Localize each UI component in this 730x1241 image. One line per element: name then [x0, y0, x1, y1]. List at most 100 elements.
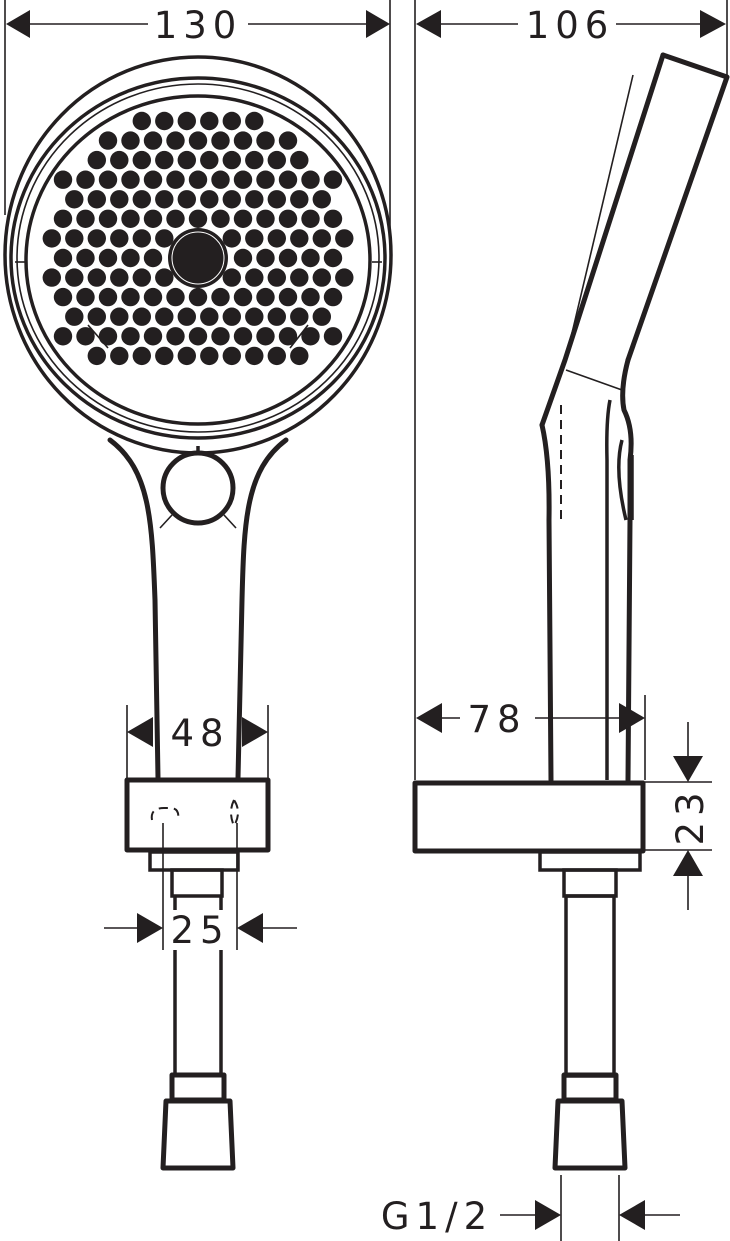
nozzle-icon [143, 209, 163, 228]
dimension-head-width: 130 [6, 4, 390, 47]
arrow-right-icon [700, 10, 726, 38]
nozzle-icon [166, 287, 185, 307]
dimension-connection-thread: G1/2 [381, 1175, 680, 1241]
hose-front [160, 896, 236, 1171]
nozzle-icon [98, 131, 118, 150]
nozzle-icon [143, 131, 163, 150]
nozzle-icon [143, 327, 163, 346]
nozzle-icon [222, 307, 241, 326]
nozzle-icon [245, 307, 264, 326]
nozzle-icon [256, 131, 275, 150]
nozzle-icon [211, 131, 230, 150]
arrow-left-icon [619, 1200, 645, 1230]
arrow-down-icon [673, 756, 703, 782]
nozzle-icon [87, 307, 107, 326]
nozzle-icon [222, 190, 241, 209]
nozzle-icon [87, 229, 107, 248]
nozzle-icon [222, 268, 241, 287]
nozzle-icon [245, 268, 264, 287]
nozzle-icon [267, 268, 286, 287]
dimension-label-25: 25 [170, 909, 229, 952]
nozzle-icon [256, 248, 275, 268]
nozzle-icon [256, 170, 275, 189]
nozzle-icon [76, 248, 95, 268]
nozzle-icon [312, 190, 331, 209]
nozzle-icon [166, 327, 185, 346]
nozzle-icon [245, 150, 264, 170]
arrow-right-icon [137, 913, 163, 943]
nozzle-icon [166, 131, 185, 150]
nozzle-icon [121, 327, 140, 346]
arrow-left-icon [416, 703, 442, 733]
nozzle-icon [155, 111, 174, 131]
dimension-fixing-spacing: 25 [104, 909, 297, 952]
select-button [160, 450, 236, 526]
nozzle-icon [323, 248, 343, 268]
nozzle-icon [188, 170, 208, 189]
nozzle-icon [233, 209, 253, 228]
nozzle-icon [110, 229, 129, 248]
nozzle-icon [87, 190, 107, 209]
nozzle-icon [323, 327, 343, 346]
nozzle-icon [233, 327, 253, 346]
nozzle-icon [132, 268, 151, 287]
nozzle-icon [278, 170, 298, 189]
nozzle-icon [233, 170, 253, 189]
arrow-right-icon [366, 10, 390, 38]
nozzle-icon [278, 131, 298, 150]
nozzle-icon [278, 248, 298, 268]
nozzle-icon [110, 307, 129, 326]
nozzle-icon [65, 190, 84, 209]
side-view: 106 78 [381, 0, 730, 1241]
dimension-label-78: 78 [467, 698, 526, 741]
dimension-holder-width: 48 [126, 705, 269, 778]
nozzle-icon [177, 190, 196, 209]
nozzle-icon [222, 229, 241, 248]
nozzle-icon [110, 150, 129, 170]
nozzle-icon [132, 229, 151, 248]
arrow-left-icon [6, 10, 30, 38]
nozzle-icon [121, 131, 140, 150]
nozzle-icon [121, 248, 140, 268]
nozzle-icon [110, 190, 129, 209]
dimension-label-130: 130 [154, 4, 243, 47]
nozzle-icon [200, 150, 219, 170]
nozzle-icon [301, 170, 320, 189]
nozzle-icon [87, 346, 107, 366]
center-button [168, 228, 228, 288]
nozzle-icon [155, 229, 174, 248]
nozzle-icon [65, 268, 84, 287]
nozzle-icon [312, 307, 331, 326]
nozzle-icon [98, 327, 118, 346]
nozzle-icon [155, 346, 174, 366]
nozzle-icon [98, 287, 118, 307]
handle [107, 437, 289, 781]
nozzle-icon [166, 170, 185, 189]
dimension-label-23: 23 [669, 786, 712, 845]
nozzle-icon [323, 209, 343, 228]
hose-side [552, 894, 628, 1171]
nozzle-icon [188, 209, 208, 228]
arrow-left-icon [237, 913, 263, 943]
nozzle-icon [177, 346, 196, 366]
nozzle-icon [188, 131, 208, 150]
nozzle-icon [278, 327, 298, 346]
arrow-left-icon [416, 10, 441, 38]
nozzle-icon [98, 248, 118, 268]
nozzle-icon [211, 327, 230, 346]
nozzle-icon [87, 150, 107, 170]
nozzle-icon [76, 327, 95, 346]
nozzle-icon [110, 346, 129, 366]
nozzle-icon [267, 346, 286, 366]
nozzle-icon [267, 307, 286, 326]
nozzle-icon [267, 229, 286, 248]
nozzle-icon [155, 190, 174, 209]
nozzle-icon [143, 170, 163, 189]
nozzle-icon [256, 209, 275, 228]
nozzle-icon [256, 327, 275, 346]
nozzle-icon [290, 307, 309, 326]
nozzle-icon [335, 268, 354, 287]
wall-holder [124, 777, 271, 950]
wall-holder-side [412, 780, 646, 898]
